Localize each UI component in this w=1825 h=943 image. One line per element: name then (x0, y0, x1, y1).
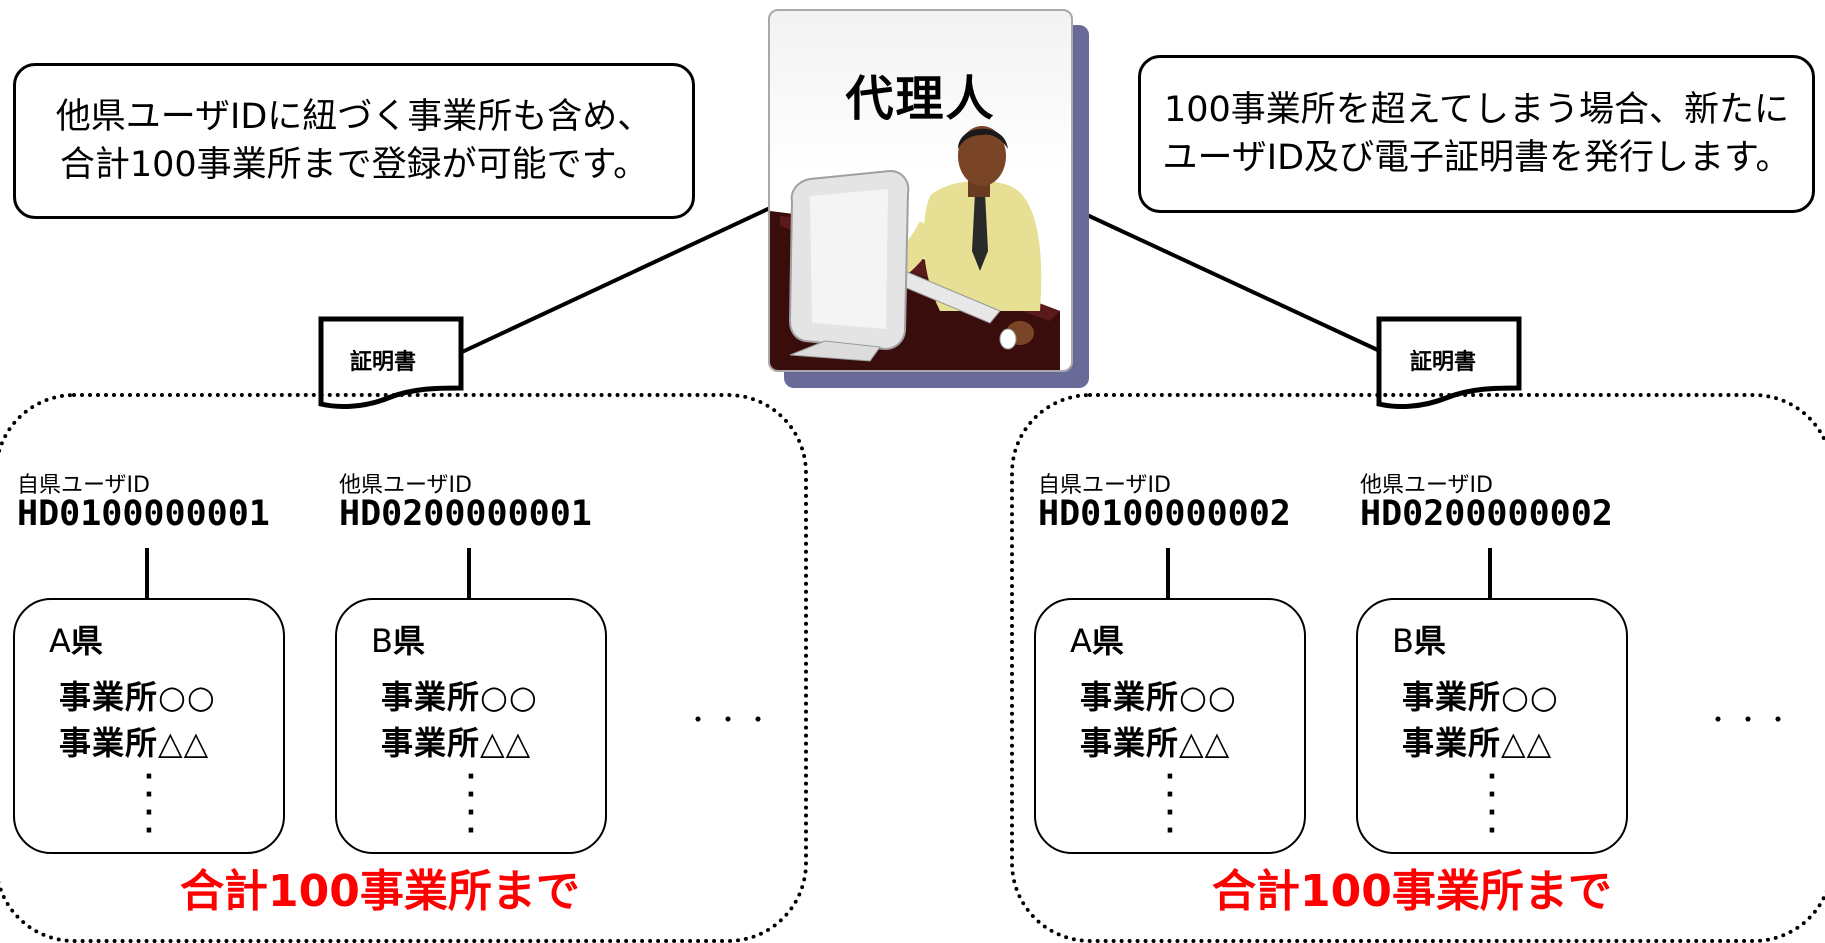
total-limit-text: 合計100事業所まで (1212, 866, 1612, 917)
office-item: 事業所○○ (1402, 678, 1559, 716)
agent-card: 代理人 (768, 9, 1073, 372)
user-id-label: 自県ユーザID (1038, 473, 1171, 498)
agent-title: 代理人 (845, 71, 996, 127)
user-id-value: HD0100000002 (1038, 494, 1291, 534)
connector-line-right (1071, 206, 1383, 354)
certificate-right-label: 証明書 (1410, 350, 1477, 375)
user-id-label: 他県ユーザID (1360, 473, 1493, 498)
prefecture-letter: B (371, 622, 393, 660)
prefecture-letter: B (1392, 622, 1414, 660)
id-connector-line (1166, 548, 1170, 600)
vertical-ellipsis: ···· (466, 762, 476, 846)
prefecture-name: A県 (1070, 616, 1124, 662)
prefecture-box: A県 事業所○○ 事業所△△ ···· (1034, 598, 1306, 854)
office-item: 事業所△△ (1402, 724, 1553, 762)
office-item: 事業所△△ (381, 724, 532, 762)
prefecture-suffix: 県 (1413, 622, 1446, 660)
vertical-ellipsis: ···· (144, 762, 154, 846)
office-item: 事業所○○ (1080, 678, 1237, 716)
user-id-value: HD0200000001 (339, 494, 592, 534)
office-item: 事業所○○ (381, 678, 538, 716)
prefecture-box: B県 事業所○○ 事業所△△ ···· (1356, 598, 1628, 854)
certificate-right-icon (1376, 316, 1522, 409)
vertical-ellipsis: ···· (1487, 762, 1497, 846)
certificate-left-label: 証明書 (350, 350, 417, 375)
horizontal-ellipsis: ・・・ (1706, 706, 1796, 734)
prefecture-name: A県 (49, 616, 103, 662)
office-item: 事業所○○ (59, 678, 216, 716)
id-connector-line (1488, 548, 1492, 600)
certificate-left-icon (318, 316, 464, 409)
prefecture-suffix: 県 (392, 622, 425, 660)
user-id-value: HD0200000002 (1360, 494, 1613, 534)
prefecture-suffix: 県 (1091, 622, 1124, 660)
prefecture-suffix: 県 (70, 622, 103, 660)
callout-left-line2: 合計100事業所まで登録が可能です。 (59, 145, 649, 185)
prefecture-letter: A (49, 622, 71, 660)
callout-right-line2: ユーザID及び電子証明書を発行します。 (1162, 138, 1791, 178)
prefecture-letter: A (1070, 622, 1092, 660)
prefecture-name: B県 (1392, 616, 1446, 662)
person-at-computer-icon (770, 126, 1060, 370)
prefecture-name: B県 (371, 616, 425, 662)
office-item: 事業所△△ (59, 724, 210, 762)
id-connector-line (145, 548, 149, 600)
user-id-label: 他県ユーザID (339, 473, 472, 498)
id-connector-line (467, 548, 471, 600)
user-id-label: 自県ユーザID (17, 473, 150, 498)
office-item: 事業所△△ (1080, 724, 1231, 762)
connector-line-left (461, 206, 771, 354)
vertical-ellipsis: ···· (1165, 762, 1175, 846)
prefecture-box: A県 事業所○○ 事業所△△ ···· (13, 598, 285, 854)
horizontal-ellipsis: ・・・ (686, 706, 776, 734)
total-limit-text: 合計100事業所まで (180, 866, 580, 917)
user-id-value: HD0100000001 (17, 494, 270, 534)
prefecture-box: B県 事業所○○ 事業所△△ ···· (335, 598, 607, 854)
callout-left: 他県ユーザIDに紐づく事業所も含め、 合計100事業所まで登録が可能です。 (13, 63, 695, 219)
callout-right: 100事業所を超えてしまう場合、新たに ユーザID及び電子証明書を発行します。 (1138, 55, 1815, 213)
callout-right-line1: 100事業所を超えてしまう場合、新たに (1163, 90, 1790, 130)
callout-left-line1: 他県ユーザIDに紐づく事業所も含め、 (55, 97, 653, 137)
